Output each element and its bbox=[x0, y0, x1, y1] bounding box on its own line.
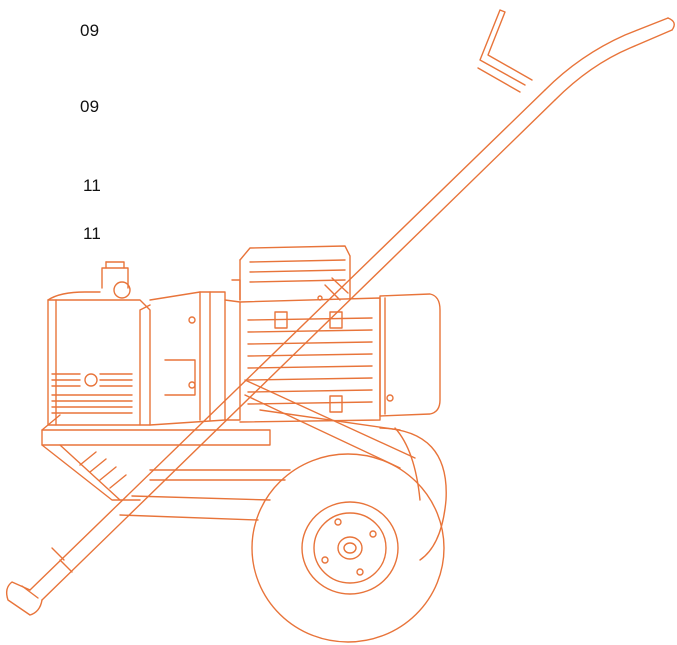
frame bbox=[41, 379, 416, 521]
number-label: 11 bbox=[83, 176, 102, 195]
number-label: 11 bbox=[83, 224, 102, 243]
number-label: 09 bbox=[80, 97, 100, 116]
motor bbox=[231, 245, 441, 423]
handle-bar bbox=[5, 9, 675, 616]
wheel bbox=[251, 427, 447, 643]
pump bbox=[47, 261, 151, 426]
coupling bbox=[139, 291, 241, 426]
number-label: 09 bbox=[80, 21, 100, 40]
